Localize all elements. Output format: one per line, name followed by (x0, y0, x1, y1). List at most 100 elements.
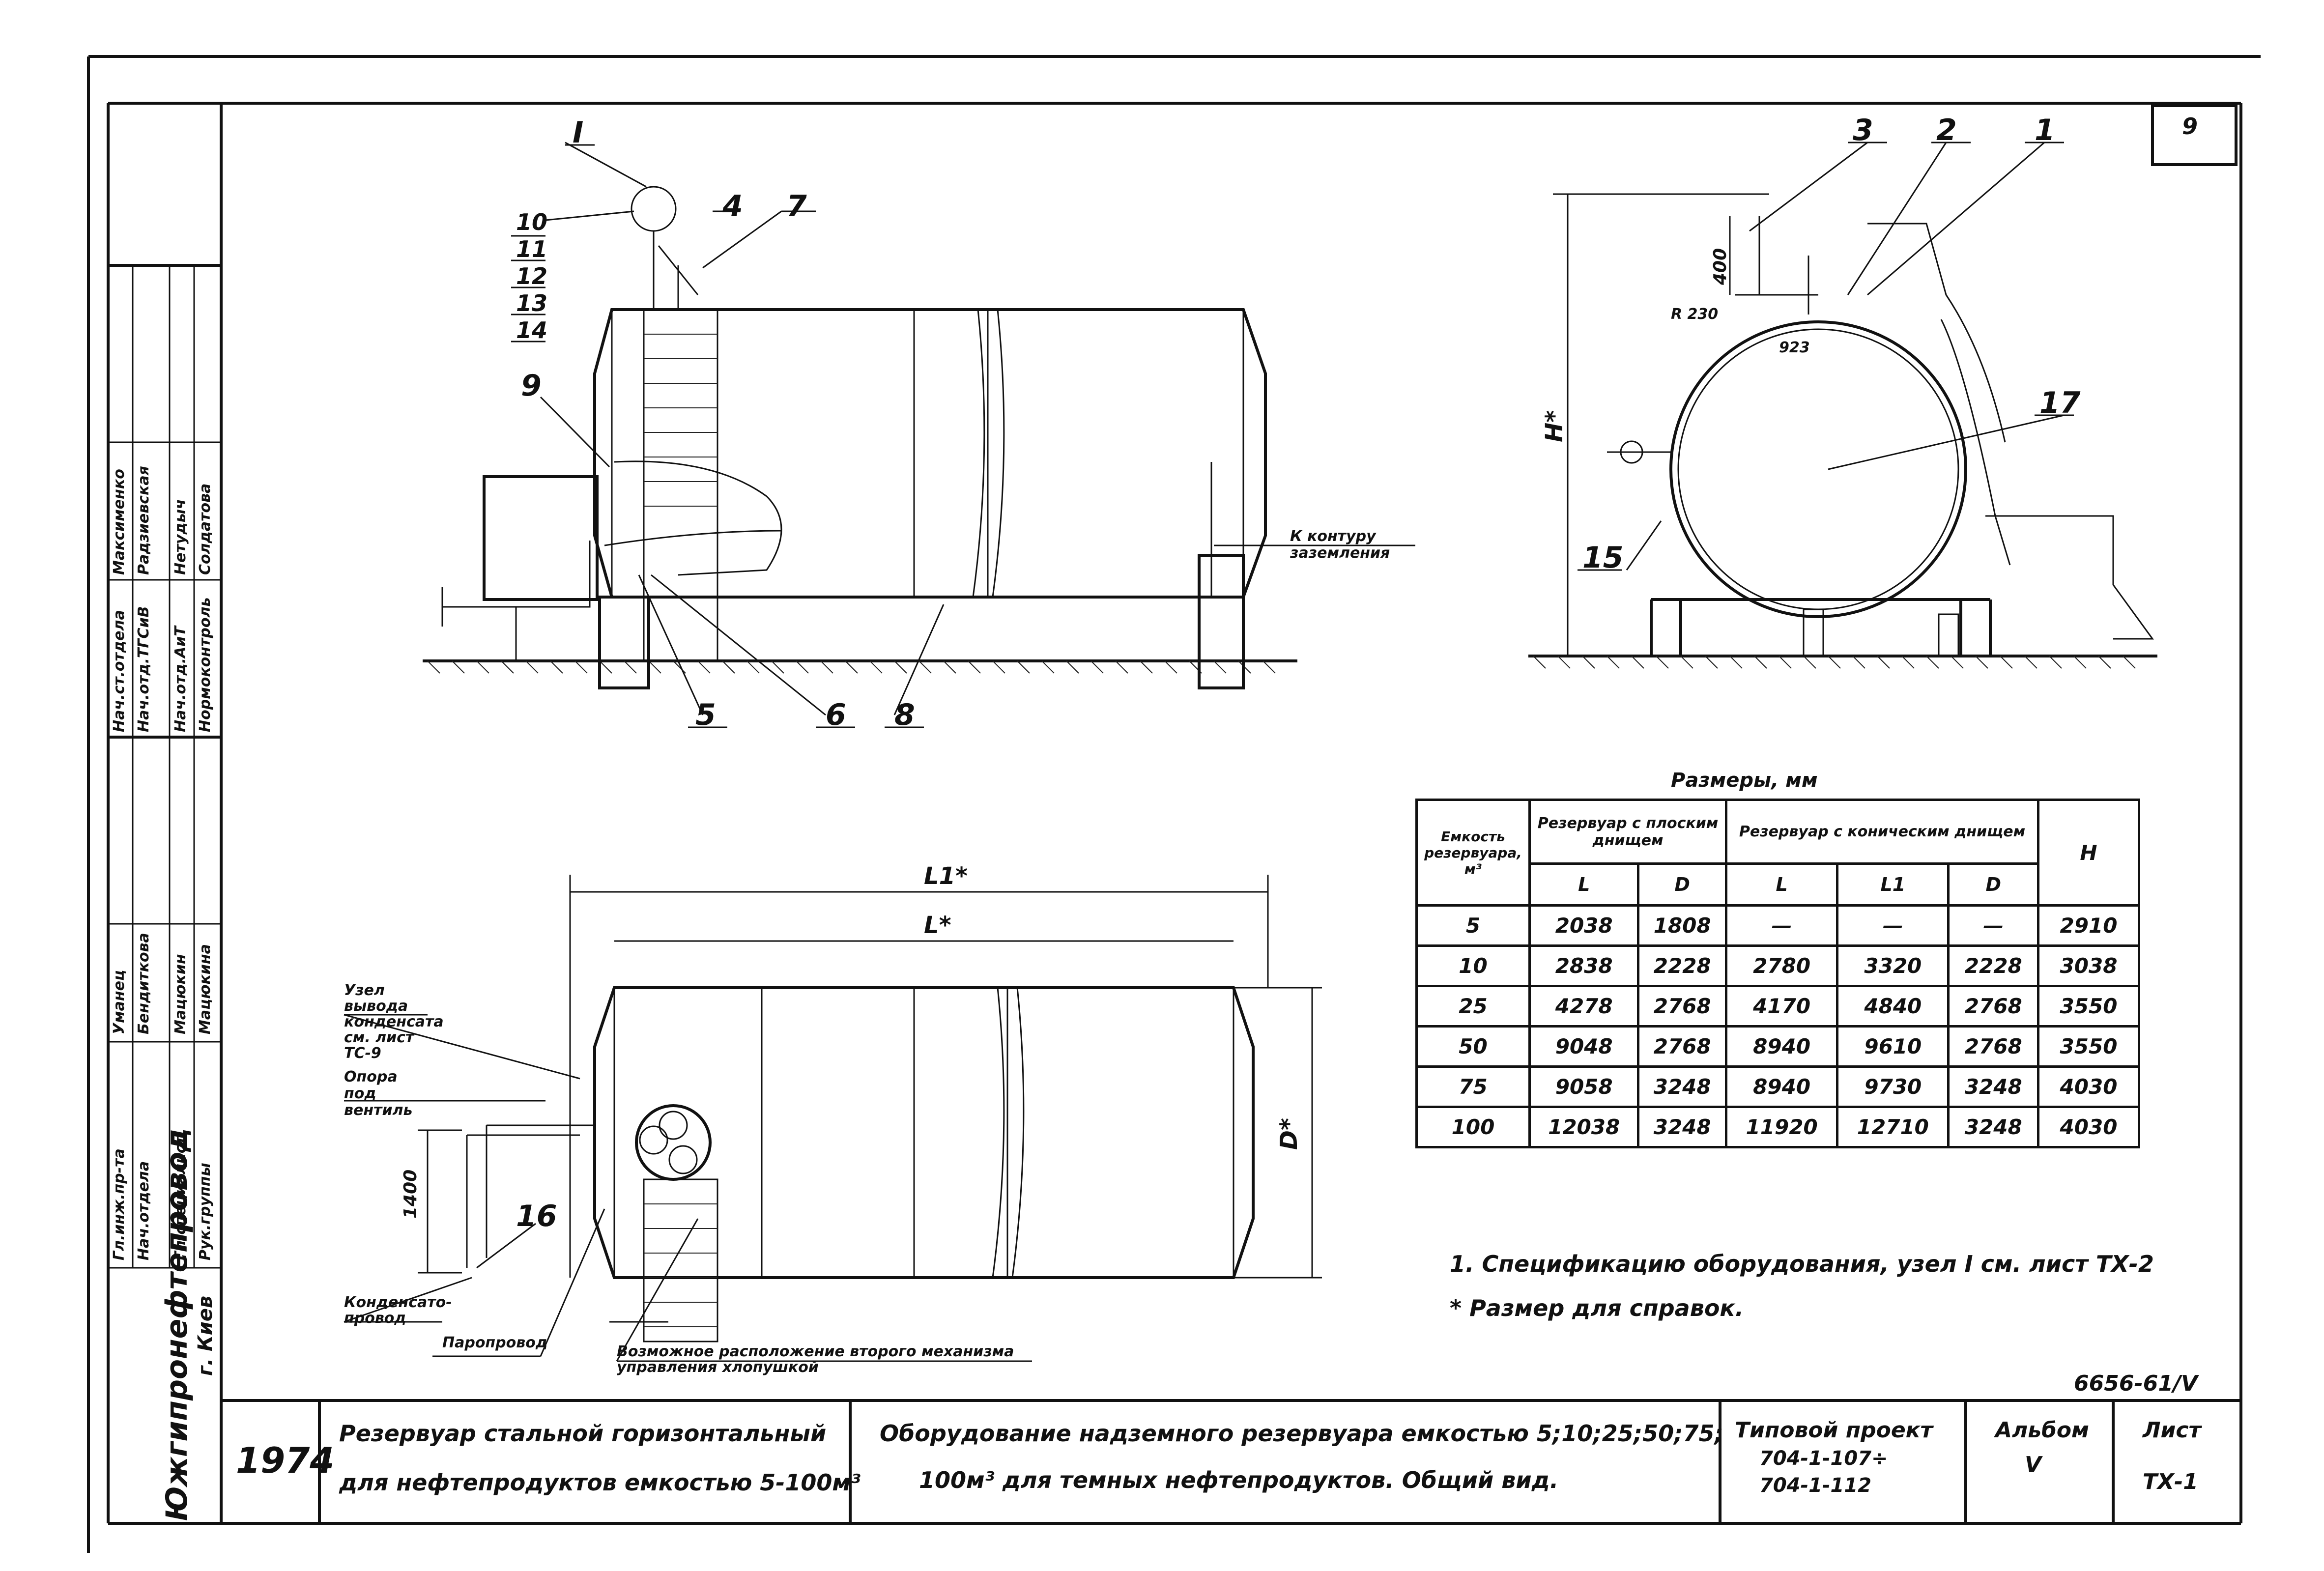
sign-role: Гл.инж.пр-та (111, 1148, 128, 1260)
cell: 100 (1415, 1106, 1531, 1148)
cell: 75 (1415, 1065, 1531, 1108)
callout-node-I: I (573, 115, 584, 150)
sheet-label: Лист (2143, 1418, 2201, 1443)
dims-table-title: Размеры, мм (1671, 769, 1818, 792)
callout-3: 3 (1853, 113, 1873, 147)
cell: 3248 (1637, 1065, 1727, 1108)
label-steam-pipe: Паропровод (442, 1334, 548, 1351)
cell: 12038 (1528, 1106, 1640, 1148)
note-2: * Размер для справок. (1450, 1295, 1744, 1321)
callout-15: 15 (1582, 541, 1624, 575)
album-label: Альбом (1995, 1418, 2090, 1443)
callout-5: 5 (695, 698, 716, 732)
cell: 4030 (2037, 1106, 2140, 1148)
sign-name: Нетудыч (172, 499, 189, 575)
corner-sheet-number: 9 (2182, 113, 2198, 140)
sign-role: Нач.отд.АиТ (172, 626, 189, 732)
label-condensate-pipe: Конденсато-провод (344, 1294, 452, 1327)
label-alt-mechanism: Возможное расположение второго механизма… (617, 1343, 1014, 1376)
cell: 12710 (1836, 1106, 1950, 1148)
dim-400: 400 (1710, 248, 1730, 285)
cell: 2038 (1528, 904, 1640, 947)
dim-l1: L1* (924, 862, 968, 890)
dim-1400: 1400 (401, 1169, 421, 1219)
dim-h: H* (1541, 410, 1568, 442)
sign-role: Рук.группы (197, 1163, 214, 1260)
sheet-value: ТХ-1 (2143, 1469, 2198, 1494)
project-title-2: для нефтепродуктов емкостью 5-100м³ (339, 1469, 861, 1496)
callout-6: 6 (826, 698, 846, 732)
org-city: г. Киев (194, 1295, 217, 1376)
sheet-title-1: Оборудование надземного резервуара емкос… (880, 1420, 1723, 1447)
sub-flat-l: L (1528, 862, 1640, 907)
label-valve-support: Опора под вентиль (344, 1068, 413, 1119)
header-conic: Резервуар с коническим днищем (1725, 799, 2039, 865)
grounding-label: К контуру заземления (1290, 528, 1390, 562)
header-h: H (2037, 799, 2140, 907)
cell: — (1724, 904, 1839, 947)
callout-17: 17 (2039, 386, 2081, 420)
cell: 11920 (1724, 1106, 1839, 1148)
cell: 1808 (1637, 904, 1727, 947)
cell: 2910 (2037, 904, 2140, 947)
project-title-1: Резервуар стальной горизонтальный (339, 1420, 827, 1447)
dim-923: 923 (1779, 339, 1810, 356)
typical-1: 704-1-107÷ (1759, 1447, 1888, 1470)
sub-con-l1: L1 (1836, 862, 1950, 907)
drawing-code: 6656-61/V (2074, 1371, 2198, 1396)
cell: 4170 (1724, 985, 1839, 1028)
cell: 9058 (1528, 1065, 1640, 1108)
cell: 3248 (1637, 1106, 1727, 1148)
sign-name: Радзиевская (135, 466, 152, 575)
callout-9: 9 (521, 369, 542, 403)
title-year: 1974 (236, 1440, 335, 1481)
cell: 25 (1415, 985, 1531, 1028)
cell: 2768 (1947, 1025, 2039, 1068)
cell: 5 (1415, 904, 1531, 947)
sign-name: Мацюкин (172, 954, 189, 1034)
table-row: 50 9048 2768 8940 9610 2768 3550 (1415, 1025, 2140, 1068)
sign-role: Гл.специалист (172, 1136, 189, 1260)
table-row: 100 12038 3248 11920 12710 3248 4030 (1415, 1106, 2140, 1148)
sign-role: Нормоконтроль (197, 597, 214, 732)
cell: 3320 (1836, 944, 1950, 987)
callout-11: 11 (516, 236, 548, 262)
sign-name: Максименко (111, 469, 128, 575)
cell: 3038 (2037, 944, 2140, 987)
cell: 10 (1415, 944, 1531, 987)
cell: 9048 (1528, 1025, 1640, 1068)
cell: 2780 (1724, 944, 1839, 987)
cell: 2768 (1637, 1025, 1727, 1068)
cell: 8940 (1724, 1065, 1839, 1108)
sheet-title-2: 100м³ для темных нефтепродуктов. Общий в… (919, 1467, 1559, 1493)
cell: 3550 (2037, 1025, 2140, 1068)
cell: 9730 (1836, 1065, 1950, 1108)
label-condensate-node: Узел вывода конденсата см. лист ТС-9 (344, 982, 444, 1062)
callout-1: 1 (2035, 113, 2055, 147)
cell: 2768 (1637, 985, 1727, 1028)
dims-table: Емкость резервуара, м³ Резервуар с плоск… (1415, 799, 2140, 1148)
cell: 50 (1415, 1025, 1531, 1068)
cell: 3248 (1947, 1065, 2039, 1108)
cell: 3550 (2037, 985, 2140, 1028)
dim-l: L* (924, 912, 951, 939)
sub-con-l: L (1724, 862, 1839, 907)
sub-flat-d: D (1637, 862, 1727, 907)
cell: 2228 (1947, 944, 2039, 987)
callout-14: 14 (516, 317, 548, 343)
table-row: 75 9058 3248 8940 9730 3248 4030 (1415, 1065, 2140, 1108)
cell: 4840 (1836, 985, 1950, 1028)
callout-2: 2 (1936, 113, 1957, 147)
cell: 2838 (1528, 944, 1640, 987)
dim-r230: R 230 (1671, 306, 1719, 323)
table-row: 5 2038 1808 — — — 2910 (1415, 904, 2140, 947)
callout-8: 8 (894, 698, 915, 732)
dim-d: D* (1275, 1118, 1303, 1150)
cell: 9610 (1836, 1025, 1950, 1068)
callout-16: 16 (516, 1199, 557, 1233)
callout-4: 4 (722, 189, 743, 224)
sign-name: Мацюкина (197, 944, 214, 1034)
sign-role: Нач.отд.ТГСиВ (135, 606, 152, 732)
sign-role: Нач.ст.отдела (111, 610, 128, 732)
